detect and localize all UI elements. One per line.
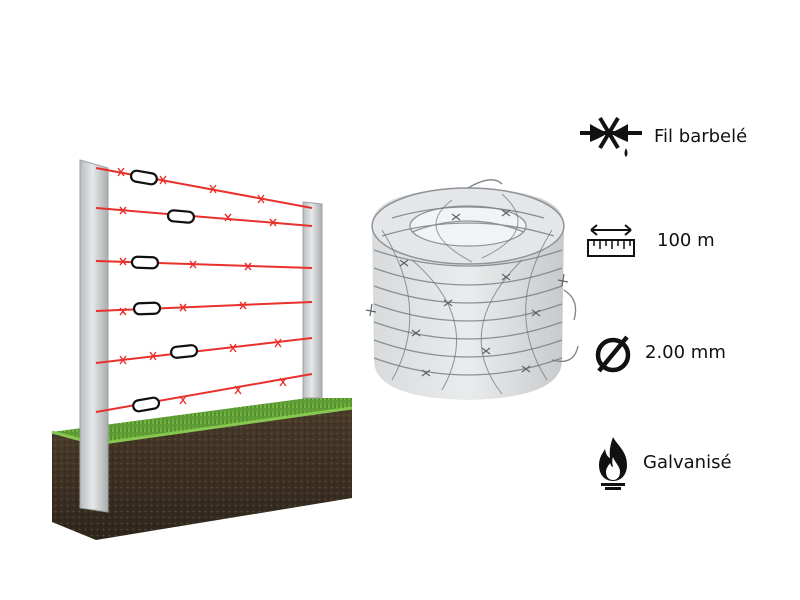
fence-post-left [79, 159, 109, 513]
wire-barbs [117, 167, 287, 405]
spec-length-label: 100 m [657, 230, 715, 251]
barbed-wire-coil [365, 179, 579, 400]
spec-finish-label: Galvanisé [643, 452, 732, 473]
diameter-icon [595, 335, 631, 373]
fence-post-right [302, 201, 323, 399]
spec-wire-type: Fil barbelé [578, 112, 747, 162]
wire-tensioners [129, 169, 199, 413]
barbed-wire-strands [95, 167, 313, 413]
spec-finish: Galvanisé [593, 437, 732, 490]
spec-diameter: 2.00 mm [593, 328, 726, 378]
ruler-icon [587, 224, 635, 257]
barbed-wire-icon [580, 116, 642, 157]
spec-diameter-label: 2.00 mm [645, 342, 726, 363]
fence-illustration [51, 159, 353, 540]
spec-wire-type-label: Fil barbelé [654, 126, 748, 147]
spec-length: 100 m [585, 216, 715, 266]
flame-icon [599, 437, 627, 490]
